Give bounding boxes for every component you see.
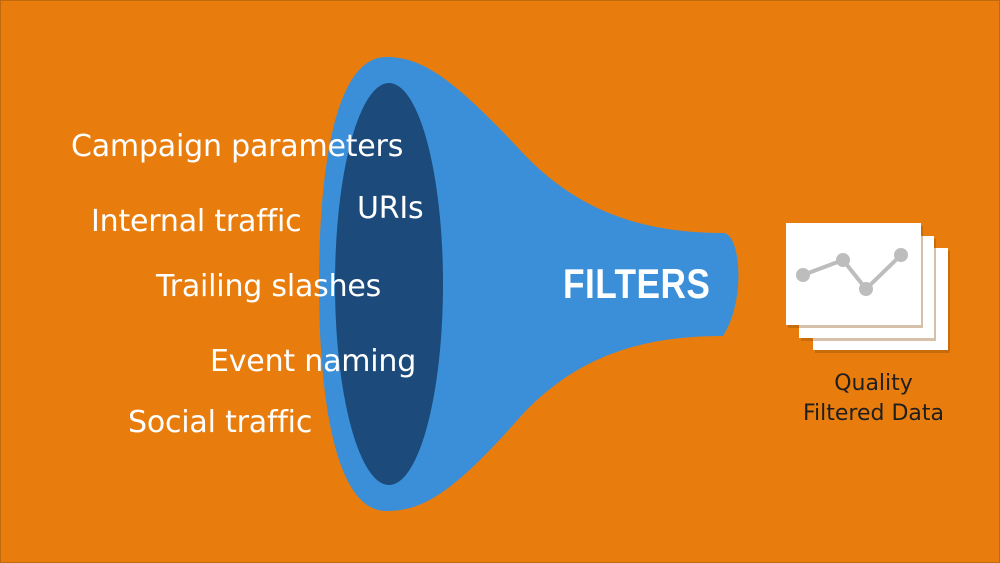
- output-caption: Quality Filtered Data: [791, 369, 956, 429]
- funnel-label: FILTERS: [563, 260, 711, 307]
- input-label-event-naming: Event naming: [210, 344, 417, 379]
- funnel-opening: [335, 83, 443, 485]
- output-caption-line-2: Filtered Data: [802, 401, 945, 426]
- input-label-trailing-slashes: Trailing slashes: [156, 269, 382, 304]
- output-caption-line-1: Quality: [834, 371, 913, 396]
- input-label-uris: URIs: [357, 191, 424, 226]
- line-chart-icon: [796, 248, 908, 296]
- input-label-social-traffic: Social traffic: [128, 405, 313, 440]
- input-label-campaign-parameters: Campaign parameters: [71, 129, 404, 164]
- input-label-internal-traffic: Internal traffic: [91, 204, 302, 239]
